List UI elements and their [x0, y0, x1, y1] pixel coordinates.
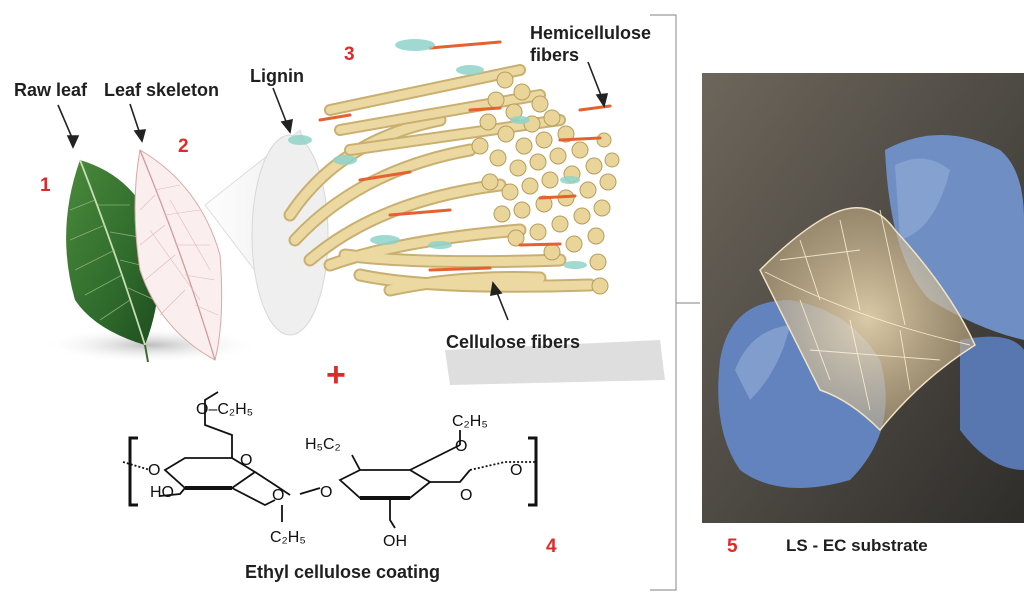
fiber-bundle-image — [283, 39, 620, 297]
step-number-2: 2 — [178, 136, 189, 157]
label-raw-leaf: Raw leaf — [14, 80, 88, 100]
step-number-1: 1 — [40, 175, 51, 196]
chem-o-bottom: O — [272, 487, 284, 504]
chem-o-left: O — [148, 462, 160, 479]
label-cellulose-fibers: Cellulose fibers — [446, 332, 581, 352]
step-number-5: 5 — [727, 536, 738, 557]
label-hemicellulose-line1: Hemicellulose — [530, 23, 652, 43]
ethyl-cellulose-structure — [122, 391, 538, 529]
panel-bracket — [650, 14, 700, 591]
step-number-4: 4 — [546, 536, 557, 557]
chem-c2h5-top-right: C₂H₅ — [452, 413, 488, 430]
chem-c2h5-bottom: C₂H₅ — [270, 529, 306, 546]
label-hemicellulose-line2: fibers — [530, 45, 580, 65]
label-hemicellulose: Hemicellulose fibers — [530, 22, 651, 66]
chem-o-right: O — [510, 462, 522, 479]
step-number-3: 3 — [344, 44, 355, 65]
chem-o-top-right: O — [455, 438, 467, 455]
label-lignin: Lignin — [250, 66, 304, 86]
bundle-shadow — [445, 340, 665, 385]
chem-h5c2: H₅C₂ — [305, 436, 341, 453]
chem-o-c2h5-top: O–C₂H₅ — [196, 401, 253, 418]
chem-ho: HO — [150, 484, 174, 501]
label-ls-ec: LS - EC substrate — [786, 536, 928, 555]
label-ethyl-cellulose: Ethyl cellulose coating — [245, 562, 441, 582]
ls-ec-photo — [702, 73, 1024, 523]
plus-sign: + — [326, 356, 346, 394]
chem-o-ring-right: O — [460, 487, 472, 504]
chem-oh: OH — [383, 533, 407, 550]
chem-o-ring-left: O — [240, 452, 252, 469]
label-arrows — [57, 61, 609, 321]
leaf-skeleton-image — [134, 149, 223, 361]
label-leaf-skeleton: Leaf skeleton — [104, 80, 220, 100]
leaf-shadow — [40, 327, 260, 363]
chem-o-bridge: O — [320, 484, 332, 501]
magnification-lens — [251, 134, 329, 336]
